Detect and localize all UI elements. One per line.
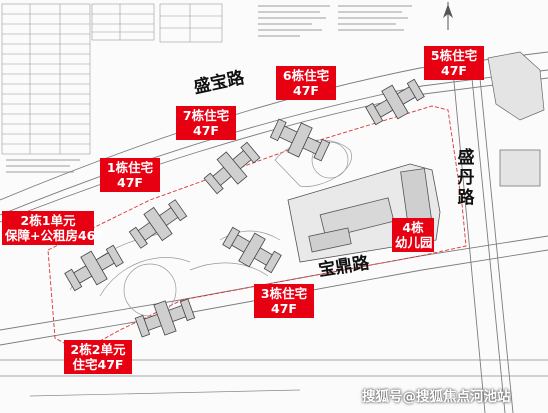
building-label-2-unit1-name: 2栋1单元 <box>20 213 76 228</box>
building-label-7: 7栋住宅 47F <box>176 106 236 140</box>
building-label-6-name: 6栋住宅 <box>282 68 330 83</box>
building-label-6: 6栋住宅 47F <box>276 66 336 100</box>
building-label-7-name: 7栋住宅 <box>182 108 230 123</box>
building-label-4: 4栋 幼儿园 <box>392 218 434 252</box>
building-label-1: 1栋住宅 47F <box>100 158 160 192</box>
building-label-5-floors: 47F <box>441 63 467 78</box>
building-label-4-use: 幼儿园 <box>395 235 433 250</box>
watermark-text: 搜狐号@搜狐焦点河池站 <box>362 389 511 405</box>
building-label-2-unit1-floors: 保障+公租房46F <box>5 228 104 243</box>
building-label-2-unit2: 2栋2单元 住宅47F <box>64 340 132 374</box>
building-label-5-name: 5栋住宅 <box>430 48 478 63</box>
legend-table-left <box>1 3 91 155</box>
plan-notes-text <box>6 5 412 173</box>
residential-towers <box>64 78 425 338</box>
building-label-2-unit2-floors: 住宅47F <box>72 357 124 372</box>
building-label-1-floors: 47F <box>117 175 143 190</box>
building-label-2-unit2-name: 2栋2单元 <box>70 342 126 357</box>
building-label-2-unit1: 2栋1单元 保障+公租房46F <box>2 211 104 245</box>
building-label-7-floors: 47F <box>193 123 219 138</box>
building-label-3-floors: 47F <box>271 301 297 316</box>
building-label-5: 5栋住宅 47F <box>424 46 484 80</box>
north-arrow-icon <box>443 2 453 30</box>
building-label-4-name: 4栋 <box>402 220 424 235</box>
building-label-6-floors: 47F <box>293 83 319 98</box>
building-label-3: 3栋住宅 47F <box>254 284 314 318</box>
building-label-3-name: 3栋住宅 <box>260 286 308 301</box>
building-label-1-name: 1栋住宅 <box>106 160 154 175</box>
legend-table-top <box>91 3 223 43</box>
neighbouring-buildings <box>487 51 545 187</box>
road-label-shengdan: 盛丹路 <box>457 148 475 208</box>
